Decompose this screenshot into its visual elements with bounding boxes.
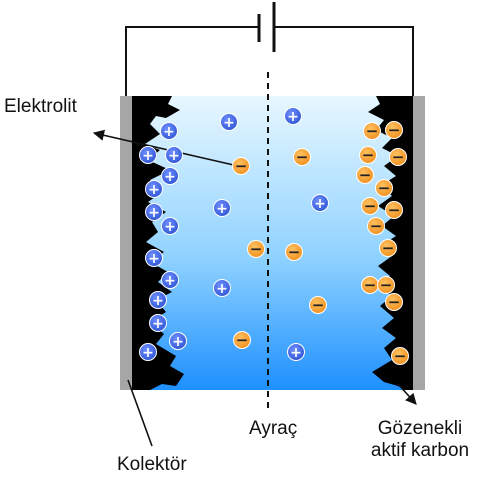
positive-ion: + bbox=[149, 314, 167, 332]
negative-ion: − bbox=[389, 148, 407, 166]
positive-ion: + bbox=[149, 291, 167, 309]
negative-ion: − bbox=[359, 146, 377, 164]
positive-ion: + bbox=[161, 271, 179, 289]
positive-ion: + bbox=[213, 279, 231, 297]
electrolyte-label: Elektrolit bbox=[4, 96, 77, 117]
porous-carbon-label: Gözenekli aktif karbon bbox=[356, 418, 484, 462]
collector-pointer bbox=[127, 379, 153, 447]
negative-ion: − bbox=[379, 239, 397, 257]
positive-ion: + bbox=[311, 194, 329, 212]
positive-ion: + bbox=[284, 107, 302, 125]
collector-right bbox=[413, 96, 425, 390]
porous-carbon-label-line1: Gözenekli bbox=[377, 418, 463, 439]
negative-ion: − bbox=[361, 197, 379, 215]
positive-ion: + bbox=[145, 249, 163, 267]
positive-ion: + bbox=[213, 199, 231, 217]
porous-carbon-label-line2: aktif karbon bbox=[370, 439, 470, 461]
positive-ion: + bbox=[145, 203, 163, 221]
negative-ion: − bbox=[309, 296, 327, 314]
negative-ion: − bbox=[293, 148, 311, 166]
negative-ion: − bbox=[391, 347, 409, 365]
negative-ion: − bbox=[232, 157, 250, 175]
positive-ion: + bbox=[165, 146, 183, 164]
negative-ion: − bbox=[367, 217, 385, 235]
positive-ion: + bbox=[139, 146, 157, 164]
positive-ion: + bbox=[139, 343, 157, 361]
electrolyte-pointer bbox=[92, 129, 239, 167]
collector-label: Kolektör bbox=[117, 454, 187, 475]
collector-left bbox=[120, 96, 132, 390]
positive-ion: + bbox=[169, 332, 187, 350]
positive-ion: + bbox=[145, 180, 163, 198]
carbon-pointer bbox=[397, 383, 417, 405]
negative-ion: − bbox=[247, 240, 265, 258]
positive-ion: + bbox=[220, 113, 238, 131]
positive-ion: + bbox=[161, 217, 179, 235]
negative-ion: − bbox=[363, 122, 381, 140]
negative-ion: − bbox=[285, 243, 303, 261]
positive-ion: + bbox=[287, 343, 305, 361]
negative-ion: − bbox=[377, 276, 395, 294]
battery-symbol-icon bbox=[257, 2, 276, 52]
positive-ion: + bbox=[161, 167, 179, 185]
negative-ion: − bbox=[375, 179, 393, 197]
separator-label: Ayraç bbox=[249, 418, 298, 439]
negative-ion: − bbox=[233, 331, 251, 349]
positive-ion: + bbox=[160, 122, 178, 140]
porous-carbon-left bbox=[132, 96, 184, 390]
negative-ion: − bbox=[385, 121, 403, 139]
negative-ion: − bbox=[356, 166, 374, 184]
negative-ion: − bbox=[385, 201, 403, 219]
negative-ion: − bbox=[385, 293, 403, 311]
negative-ion: − bbox=[361, 276, 379, 294]
circuit-wires bbox=[125, 26, 414, 96]
